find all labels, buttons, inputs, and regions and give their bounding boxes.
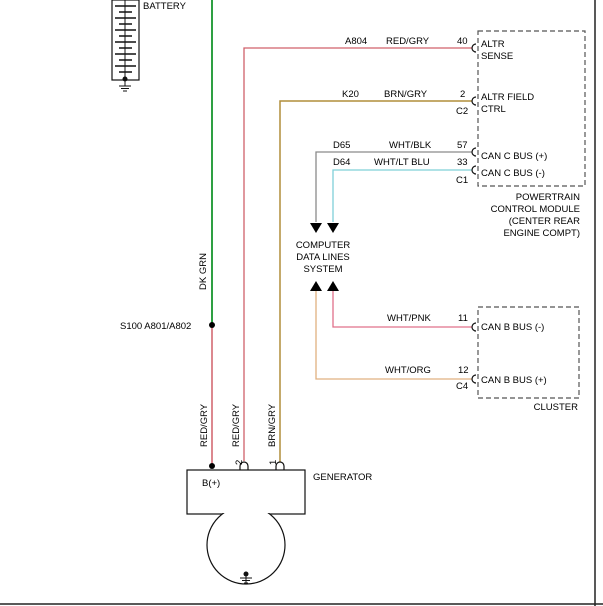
wire-wht-pnk <box>332 291 472 328</box>
cluster-connector-c4: C4 <box>456 381 468 392</box>
cluster-pin-11-number: 11 <box>458 313 468 324</box>
gen-pin-2-connector <box>239 461 249 470</box>
pcm-name-line-3: (CENTER REAR <box>509 216 580 227</box>
computer-name-line-2: DATA LINES <box>296 252 350 263</box>
arrow-up-wht-org-icon <box>310 281 322 291</box>
gen-pin-2-number: 2 <box>234 460 245 465</box>
arrow-up-wht-pnk-icon <box>327 281 339 291</box>
computer-name-line-3: SYSTEM <box>303 264 342 275</box>
wire-d64 <box>332 169 472 222</box>
generator-symbol <box>186 469 306 585</box>
generator-label: GENERATOR <box>313 472 372 483</box>
gen-2-wire-color: RED/GRY <box>231 403 242 447</box>
splice-label: S100 A801/A802 <box>120 321 191 332</box>
pcm-pin-33-number: 33 <box>457 157 468 168</box>
wire-k20 <box>279 100 472 462</box>
circuit-d65-color: WHT/BLK <box>389 140 432 151</box>
cluster-pin-11: 11 CAN B BUS (-) <box>458 313 544 333</box>
pcm-name-line-2: CONTROL MODULE <box>491 204 580 215</box>
gen-b-terminal-dot <box>209 463 215 469</box>
pcm-pin-2: 2 ALTR FIELD CTRL C2 <box>456 89 534 117</box>
circuit-d64-id: D64 <box>333 157 350 168</box>
cluster-pin-12-number: 12 <box>458 365 469 376</box>
battery-label: BATTERY <box>143 1 187 12</box>
pcm-pin-40-label-1: ALTR <box>481 39 505 50</box>
generator-ground-icon <box>240 571 252 584</box>
pcm-pin-57-number: 57 <box>457 140 468 151</box>
battery-symbol <box>111 0 140 86</box>
pcm-name-line-4: ENGINE COMPT) <box>503 228 580 239</box>
circuit-a804-color: RED/GRY <box>386 36 430 47</box>
pcm-name-line-1: POWERTRAIN <box>516 192 580 203</box>
pcm-pin-40: 40 ALTR SENSE <box>457 36 513 62</box>
circuit-wht-org-color: WHT/ORG <box>385 365 431 376</box>
gen-1-wire-color: BRN/GRY <box>267 403 278 447</box>
splice-wire-color: DK GRN <box>198 253 209 290</box>
gen-b-wire-color: RED/GRY <box>199 403 210 447</box>
pcm-pin-40-label-2: SENSE <box>481 51 513 62</box>
circuit-wht-pnk-color: WHT/PNK <box>387 313 431 324</box>
cluster-pin-11-label: CAN B BUS (-) <box>481 322 544 333</box>
gen-pin-1-number: 1 <box>268 460 279 465</box>
circuit-k20-color: BRN/GRY <box>384 89 428 100</box>
gen-pin-1-connector <box>275 461 285 470</box>
pcm-pin-33: 33 CAN C BUS (-) C1 <box>456 157 545 186</box>
pcm-connector-c2: C2 <box>456 106 468 117</box>
computer-name-line-1: COMPUTER <box>296 240 351 251</box>
pcm-pin-57-label: CAN C BUS (+) <box>481 151 547 162</box>
pcm-pin-33-label: CAN C BUS (-) <box>481 168 545 179</box>
pcm-pin-2-label-2: CTRL <box>481 104 506 115</box>
battery-ground-icon <box>119 85 131 92</box>
pcm-pin-2-number: 2 <box>460 89 465 100</box>
arrow-down-d64-icon <box>327 223 339 233</box>
cluster-name: CLUSTER <box>534 402 578 413</box>
splice-dot <box>209 322 215 328</box>
arrow-down-d65-icon <box>310 223 322 233</box>
wire-wht-org <box>315 291 472 380</box>
cluster-box <box>477 306 580 399</box>
wire-a804 <box>243 47 472 461</box>
wire-d65 <box>315 151 472 222</box>
circuit-a804-id: A804 <box>345 36 367 47</box>
circuit-d65-id: D65 <box>333 140 350 151</box>
pcm-pin-57: 57 CAN C BUS (+) <box>457 140 547 162</box>
circuit-k20-id: K20 <box>342 89 359 100</box>
pcm-pin-2-label-1: ALTR FIELD <box>481 92 534 103</box>
pcm-box <box>477 30 586 187</box>
cluster-pin-12: 12 CAN B BUS (+) C4 <box>456 365 547 392</box>
gen-terminal-b-label: B(+) <box>202 478 220 489</box>
cluster-pin-12-label: CAN B BUS (+) <box>481 375 547 386</box>
pcm-pin-40-number: 40 <box>457 36 468 47</box>
pcm-connector-c1: C1 <box>456 175 468 186</box>
circuit-d64-color: WHT/LT BLU <box>374 157 430 168</box>
